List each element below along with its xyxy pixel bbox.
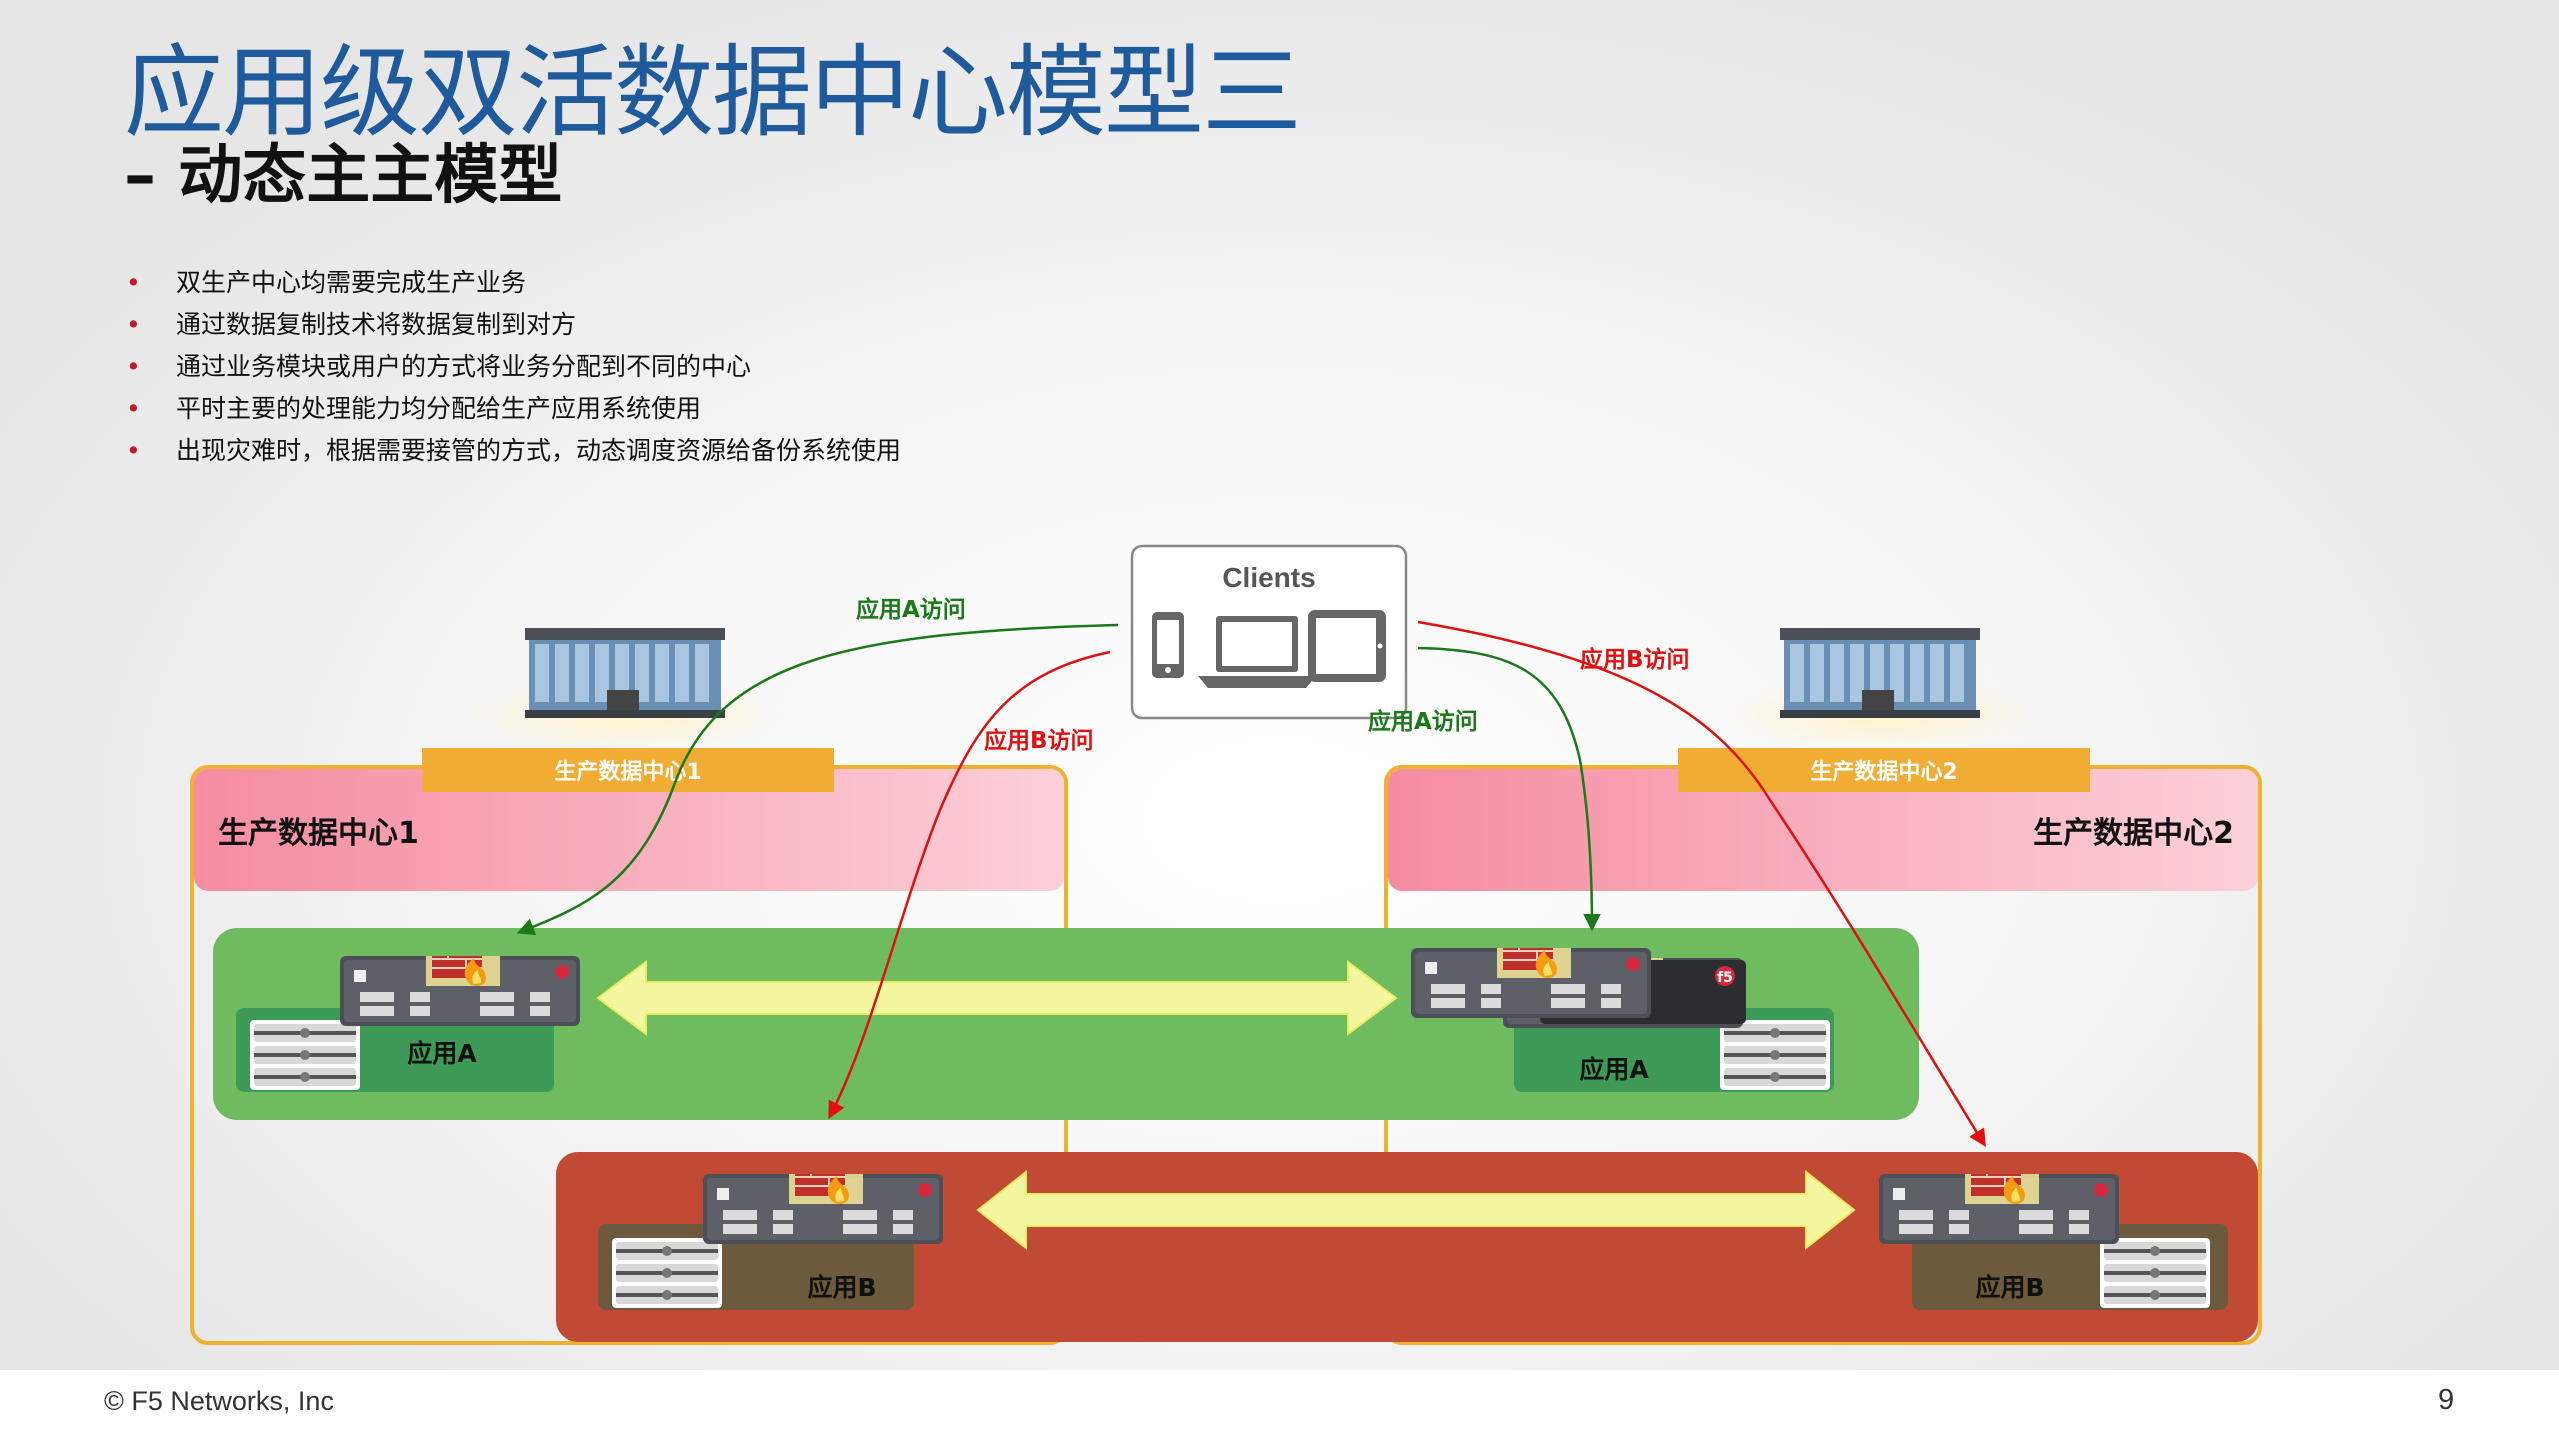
- laptop-icon: [1198, 616, 1316, 688]
- bullet-text: 通过数据复制技术将数据复制到对方: [176, 310, 577, 339]
- page-title: 应用级双活数据中心模型三: [124, 34, 1302, 151]
- f5-logo: f5: [1717, 970, 1733, 986]
- server-stack-icon: [612, 1238, 722, 1308]
- flow-b-dc2-line: [1417, 620, 1986, 1147]
- bullet-item: • 平时主要的处理能力均分配给生产应用系统使用: [124, 388, 901, 430]
- bullet-text: 平时主要的处理能力均分配给生产应用系统使用: [176, 394, 702, 423]
- bullet-item: • 出现灾难时，根据需要接管的方式，动态调度资源给备份系统使用: [124, 430, 901, 472]
- firewall-device-icon: [1878, 1174, 2120, 1244]
- replication-arrow-b: [976, 1169, 1856, 1251]
- page-subtitle: – 动态主主模型: [124, 139, 563, 213]
- dc2-header: [1388, 769, 2258, 891]
- bullet-marker: •: [126, 394, 141, 423]
- bullet-item: • 通过业务模块或用户的方式将业务分配到不同的中心: [124, 346, 901, 388]
- bullet-marker: •: [126, 268, 141, 297]
- server-stack-icon: [1720, 1020, 1830, 1090]
- server-stack-icon: [2100, 1238, 2210, 1308]
- dc1-label: 生产数据中心1: [218, 816, 419, 851]
- dc1-header: [194, 769, 1064, 891]
- bullet-list: • 双生产中心均需要完成生产业务 • 通过数据复制技术将数据复制到对方 • 通过业务模…: [124, 262, 901, 472]
- firewall-device-icon: [340, 956, 580, 1026]
- clients-box: Clients: [1130, 544, 1408, 720]
- bullet-item: • 通过数据复制技术将数据复制到对方: [124, 304, 901, 346]
- flow-a-dc1-label: 应用A访问: [856, 596, 966, 623]
- dc2-tab-label: 生产数据中心2: [1810, 759, 1957, 785]
- dc2-rack-icon: [1720, 628, 2040, 755]
- flow-b-dc2-label: 应用B访问: [1580, 646, 1690, 673]
- flow-a-dc2-line: [1417, 646, 1601, 932]
- bullet-marker: •: [126, 436, 141, 465]
- bullet-text: 出现灾难时，根据需要接管的方式，动态调度资源给备份系统使用: [176, 436, 902, 465]
- firewall-device-icon: [1409, 948, 1653, 1018]
- app-a-dc2-label: 应用A: [1579, 1055, 1649, 1084]
- flow-b-dc1-label: 应用B访问: [984, 727, 1094, 754]
- bullet-text: 双生产中心均需要完成生产业务: [176, 268, 527, 297]
- tablet-icon: [1308, 610, 1386, 682]
- flow-b-dc1-line: [828, 650, 1111, 1120]
- dc1-tab: [422, 748, 834, 792]
- replication-arrow-a: [596, 960, 1398, 1036]
- app-b-dc1-label: 应用B: [807, 1273, 876, 1302]
- dc1-rack-icon: [465, 628, 785, 755]
- footer-bar: [0, 1370, 2559, 1440]
- flow-a-dc1-line: [516, 623, 1119, 936]
- bullet-item: • 双生产中心均需要完成生产业务: [124, 262, 901, 304]
- dc2-label: 生产数据中心2: [2033, 816, 2234, 851]
- architecture-diagram: 生产数据中心1 生产数据中心2 生产数据中心1 生产数据中心2 应用A 应用A …: [190, 544, 2262, 1345]
- dc2-tab: [1678, 748, 2090, 792]
- copyright-text: © F5 Networks, Inc: [104, 1386, 334, 1416]
- server-stack-icon: [250, 1020, 360, 1090]
- firewall-device-icon: [702, 1174, 944, 1244]
- bullet-marker: •: [126, 352, 141, 381]
- bullet-text: 通过业务模块或用户的方式将业务分配到不同的中心: [176, 352, 752, 381]
- clients-label: Clients: [1222, 562, 1315, 593]
- bullet-marker: •: [126, 310, 141, 339]
- phone-icon: [1152, 612, 1184, 678]
- page-number: 9: [2438, 1384, 2455, 1416]
- app-b-dc2-label: 应用B: [1975, 1273, 2044, 1302]
- app-a-dc1-label: 应用A: [407, 1039, 477, 1068]
- dc1-tab-label: 生产数据中心1: [554, 759, 701, 785]
- flow-a-dc2-label: 应用A访问: [1368, 708, 1478, 735]
